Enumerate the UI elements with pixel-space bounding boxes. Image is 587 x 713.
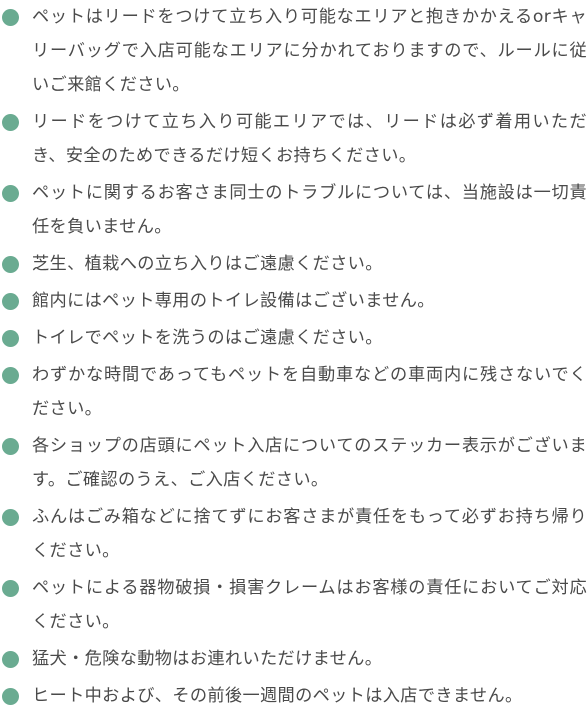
rule-item: ペットはリードをつけて立ち入り可能なエリアと抱きかかえるorキャリーバッグで入店… bbox=[0, 0, 587, 102]
bullet-dot-icon bbox=[2, 367, 19, 384]
rule-text: 芝生、植栽への立ち入りはご遠慮ください。 bbox=[32, 254, 383, 274]
rule-text: リードをつけて立ち入り可能エリアでは、リードは必ず着用いただき、安全のためできる… bbox=[32, 112, 587, 166]
bullet-dot-icon bbox=[2, 688, 19, 705]
bullet-dot-icon bbox=[2, 114, 19, 131]
bullet-dot-icon bbox=[2, 651, 19, 668]
rule-item: トイレでペットを洗うのはご遠慮ください。 bbox=[0, 321, 587, 355]
rule-item: 各ショップの店頭にペット入店についてのステッカー表示がございます。ご確認のうえ、… bbox=[0, 429, 587, 497]
rule-item: 芝生、植栽への立ち入りはご遠慮ください。 bbox=[0, 247, 587, 281]
rule-item: ペットに関するお客さま同士のトラブルについては、当施設は一切責任を負いません。 bbox=[0, 176, 587, 244]
bullet-dot-icon bbox=[2, 509, 19, 526]
rule-item: 館内にはペット専用のトイレ設備はございません。 bbox=[0, 284, 587, 318]
bullet-dot-icon bbox=[2, 293, 19, 310]
rule-item: 猛犬・危険な動物はお連れいただけません。 bbox=[0, 642, 587, 676]
bullet-dot-icon bbox=[2, 330, 19, 347]
rule-text: ペットに関するお客さま同士のトラブルについては、当施設は一切責任を負いません。 bbox=[32, 183, 587, 237]
rule-text: ヒート中および、その前後一週間のペットは入店できません。 bbox=[32, 686, 523, 706]
rule-text: 各ショップの店頭にペット入店についてのステッカー表示がございます。ご確認のうえ、… bbox=[32, 436, 587, 490]
rule-text: 猛犬・危険な動物はお連れいただけません。 bbox=[32, 649, 383, 669]
rule-item: わずかな時間であってもペットを自動車などの車両内に残さないでください。 bbox=[0, 358, 587, 426]
rule-item: ふんはごみ箱などに捨てずにお客さまが責任をもって必ずお持ち帰りください。 bbox=[0, 500, 587, 568]
rule-text: わずかな時間であってもペットを自動車などの車両内に残さないでください。 bbox=[32, 365, 587, 419]
rule-item: ペットによる器物破損・損害クレームはお客様の責任においてご対応ください。 bbox=[0, 571, 587, 639]
bullet-dot-icon bbox=[2, 438, 19, 455]
bullet-dot-icon bbox=[2, 580, 19, 597]
bullet-dot-icon bbox=[2, 9, 19, 26]
rule-text: ふんはごみ箱などに捨てずにお客さまが責任をもって必ずお持ち帰りください。 bbox=[32, 507, 587, 561]
bullet-dot-icon bbox=[2, 185, 19, 202]
rule-item: リードをつけて立ち入り可能エリアでは、リードは必ず着用いただき、安全のためできる… bbox=[0, 105, 587, 173]
rule-text: 館内にはペット専用のトイレ設備はございません。 bbox=[32, 291, 435, 311]
rule-item: ヒート中および、その前後一週間のペットは入店できません。 bbox=[0, 679, 587, 713]
rule-text: トイレでペットを洗うのはご遠慮ください。 bbox=[32, 328, 383, 348]
rule-text: ペットはリードをつけて立ち入り可能なエリアと抱きかかえるorキャリーバッグで入店… bbox=[32, 7, 587, 95]
bullet-dot-icon bbox=[2, 256, 19, 273]
rule-text: ペットによる器物破損・損害クレームはお客様の責任においてご対応ください。 bbox=[32, 578, 587, 632]
